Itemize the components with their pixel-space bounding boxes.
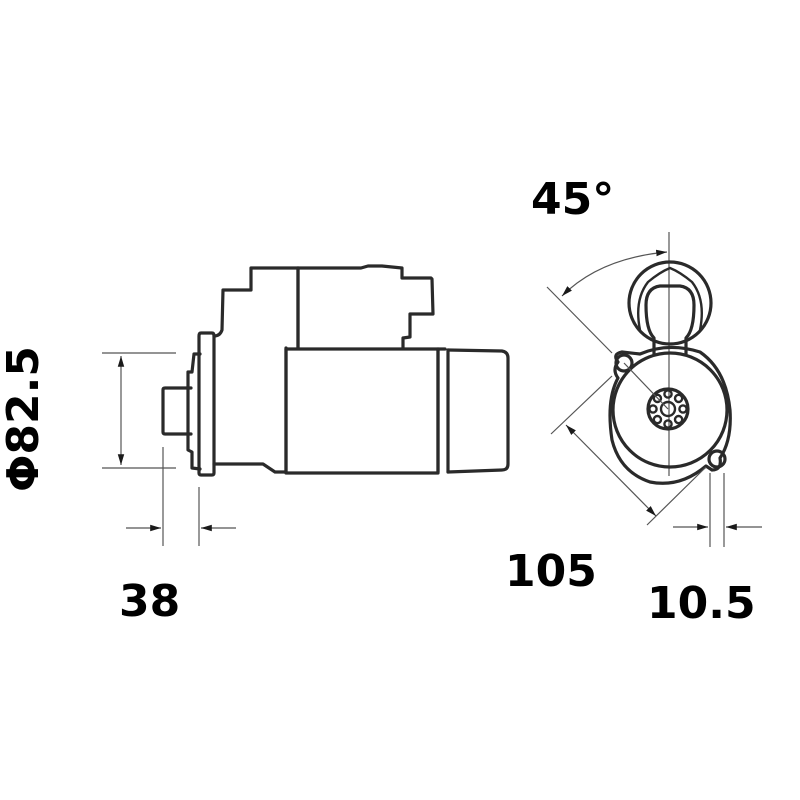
- front-body-circle: [611, 351, 729, 469]
- pinion-teeth: [648, 389, 688, 429]
- hole-spacing-label: 105: [505, 546, 597, 597]
- angle-arc: [561, 249, 668, 297]
- solenoid: [296, 264, 435, 350]
- motor-yoke: [284, 347, 440, 475]
- front-view: [546, 232, 762, 547]
- angle-extension-line: [546, 286, 613, 354]
- dim-105-extension-bottom: [646, 466, 707, 526]
- pinion-bore: [659, 400, 677, 418]
- angle-label: 45°: [531, 174, 615, 225]
- dim-105-extension-top: [550, 375, 613, 435]
- mounting-flange: [197, 331, 216, 477]
- mounting-hole-bottom: [707, 449, 727, 469]
- solenoid-outer-ring: [627, 260, 713, 346]
- flange-to-pinion-label: 38: [119, 576, 181, 627]
- end-cap: [446, 348, 510, 474]
- dim-105-line: [565, 424, 657, 517]
- mounting-hole-top: [614, 353, 634, 373]
- solenoid-keyhole: [644, 284, 696, 356]
- flange-step: [186, 352, 202, 471]
- pinion-shaft: [161, 386, 193, 436]
- diameter-label: Φ82.5: [0, 346, 49, 492]
- pinion-gear: [646, 387, 690, 431]
- side-view: [102, 264, 510, 546]
- hole-offset-label: 10.5: [647, 578, 756, 629]
- hole-centerline: [623, 362, 669, 410]
